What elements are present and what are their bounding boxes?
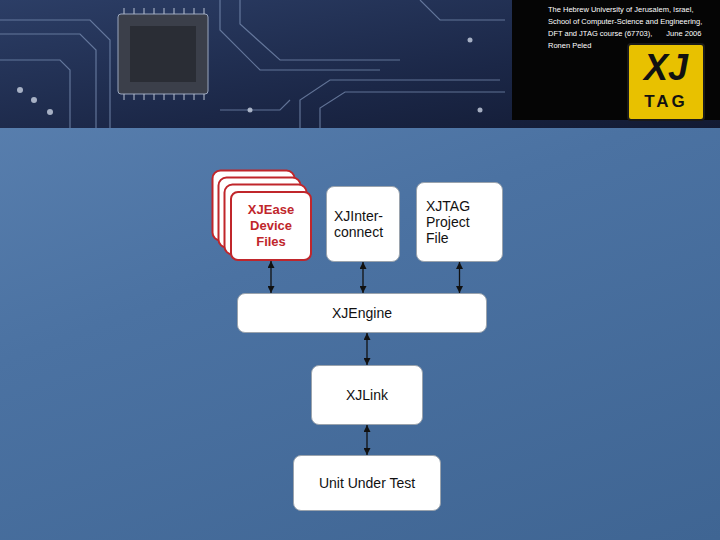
unit-under-test-box: Unit Under Test	[293, 455, 441, 511]
project-file-box: XJTAG Project File	[416, 182, 503, 262]
double-arrow	[459, 262, 460, 293]
chip	[118, 14, 208, 94]
header-panel	[512, 0, 720, 120]
box-text: XJTAG Project File	[426, 198, 493, 246]
engine-bar: XJEngine	[237, 293, 487, 333]
logo-tile	[628, 44, 704, 120]
device-files-stack: XJEase Device Files	[230, 191, 312, 261]
header-author: Ronen Peled	[548, 40, 716, 52]
box-text: XJInter- connect	[334, 208, 392, 240]
double-arrow	[270, 261, 271, 293]
logo-letters: XJ	[628, 48, 704, 88]
link-box: XJLink	[311, 365, 423, 425]
double-arrow	[366, 425, 367, 455]
box-text: XJEase Device Files	[236, 202, 306, 250]
box-text: XJEngine	[332, 305, 392, 321]
chip-die	[130, 26, 196, 82]
header-text: The Hebrew University of Jerusalem, Isra…	[548, 4, 716, 52]
chip-pins	[124, 8, 204, 100]
pcb-traces	[0, 0, 505, 128]
double-arrow	[362, 262, 363, 293]
double-arrow	[366, 333, 367, 365]
pcb-background	[0, 0, 720, 128]
box-text: Unit Under Test	[319, 475, 415, 491]
logo-word: TAG	[628, 92, 704, 112]
interconnect-box: XJInter- connect	[326, 186, 400, 262]
header-date: June 2006	[666, 29, 701, 38]
pcb-pads	[17, 38, 483, 116]
box-text: XJLink	[346, 387, 388, 403]
